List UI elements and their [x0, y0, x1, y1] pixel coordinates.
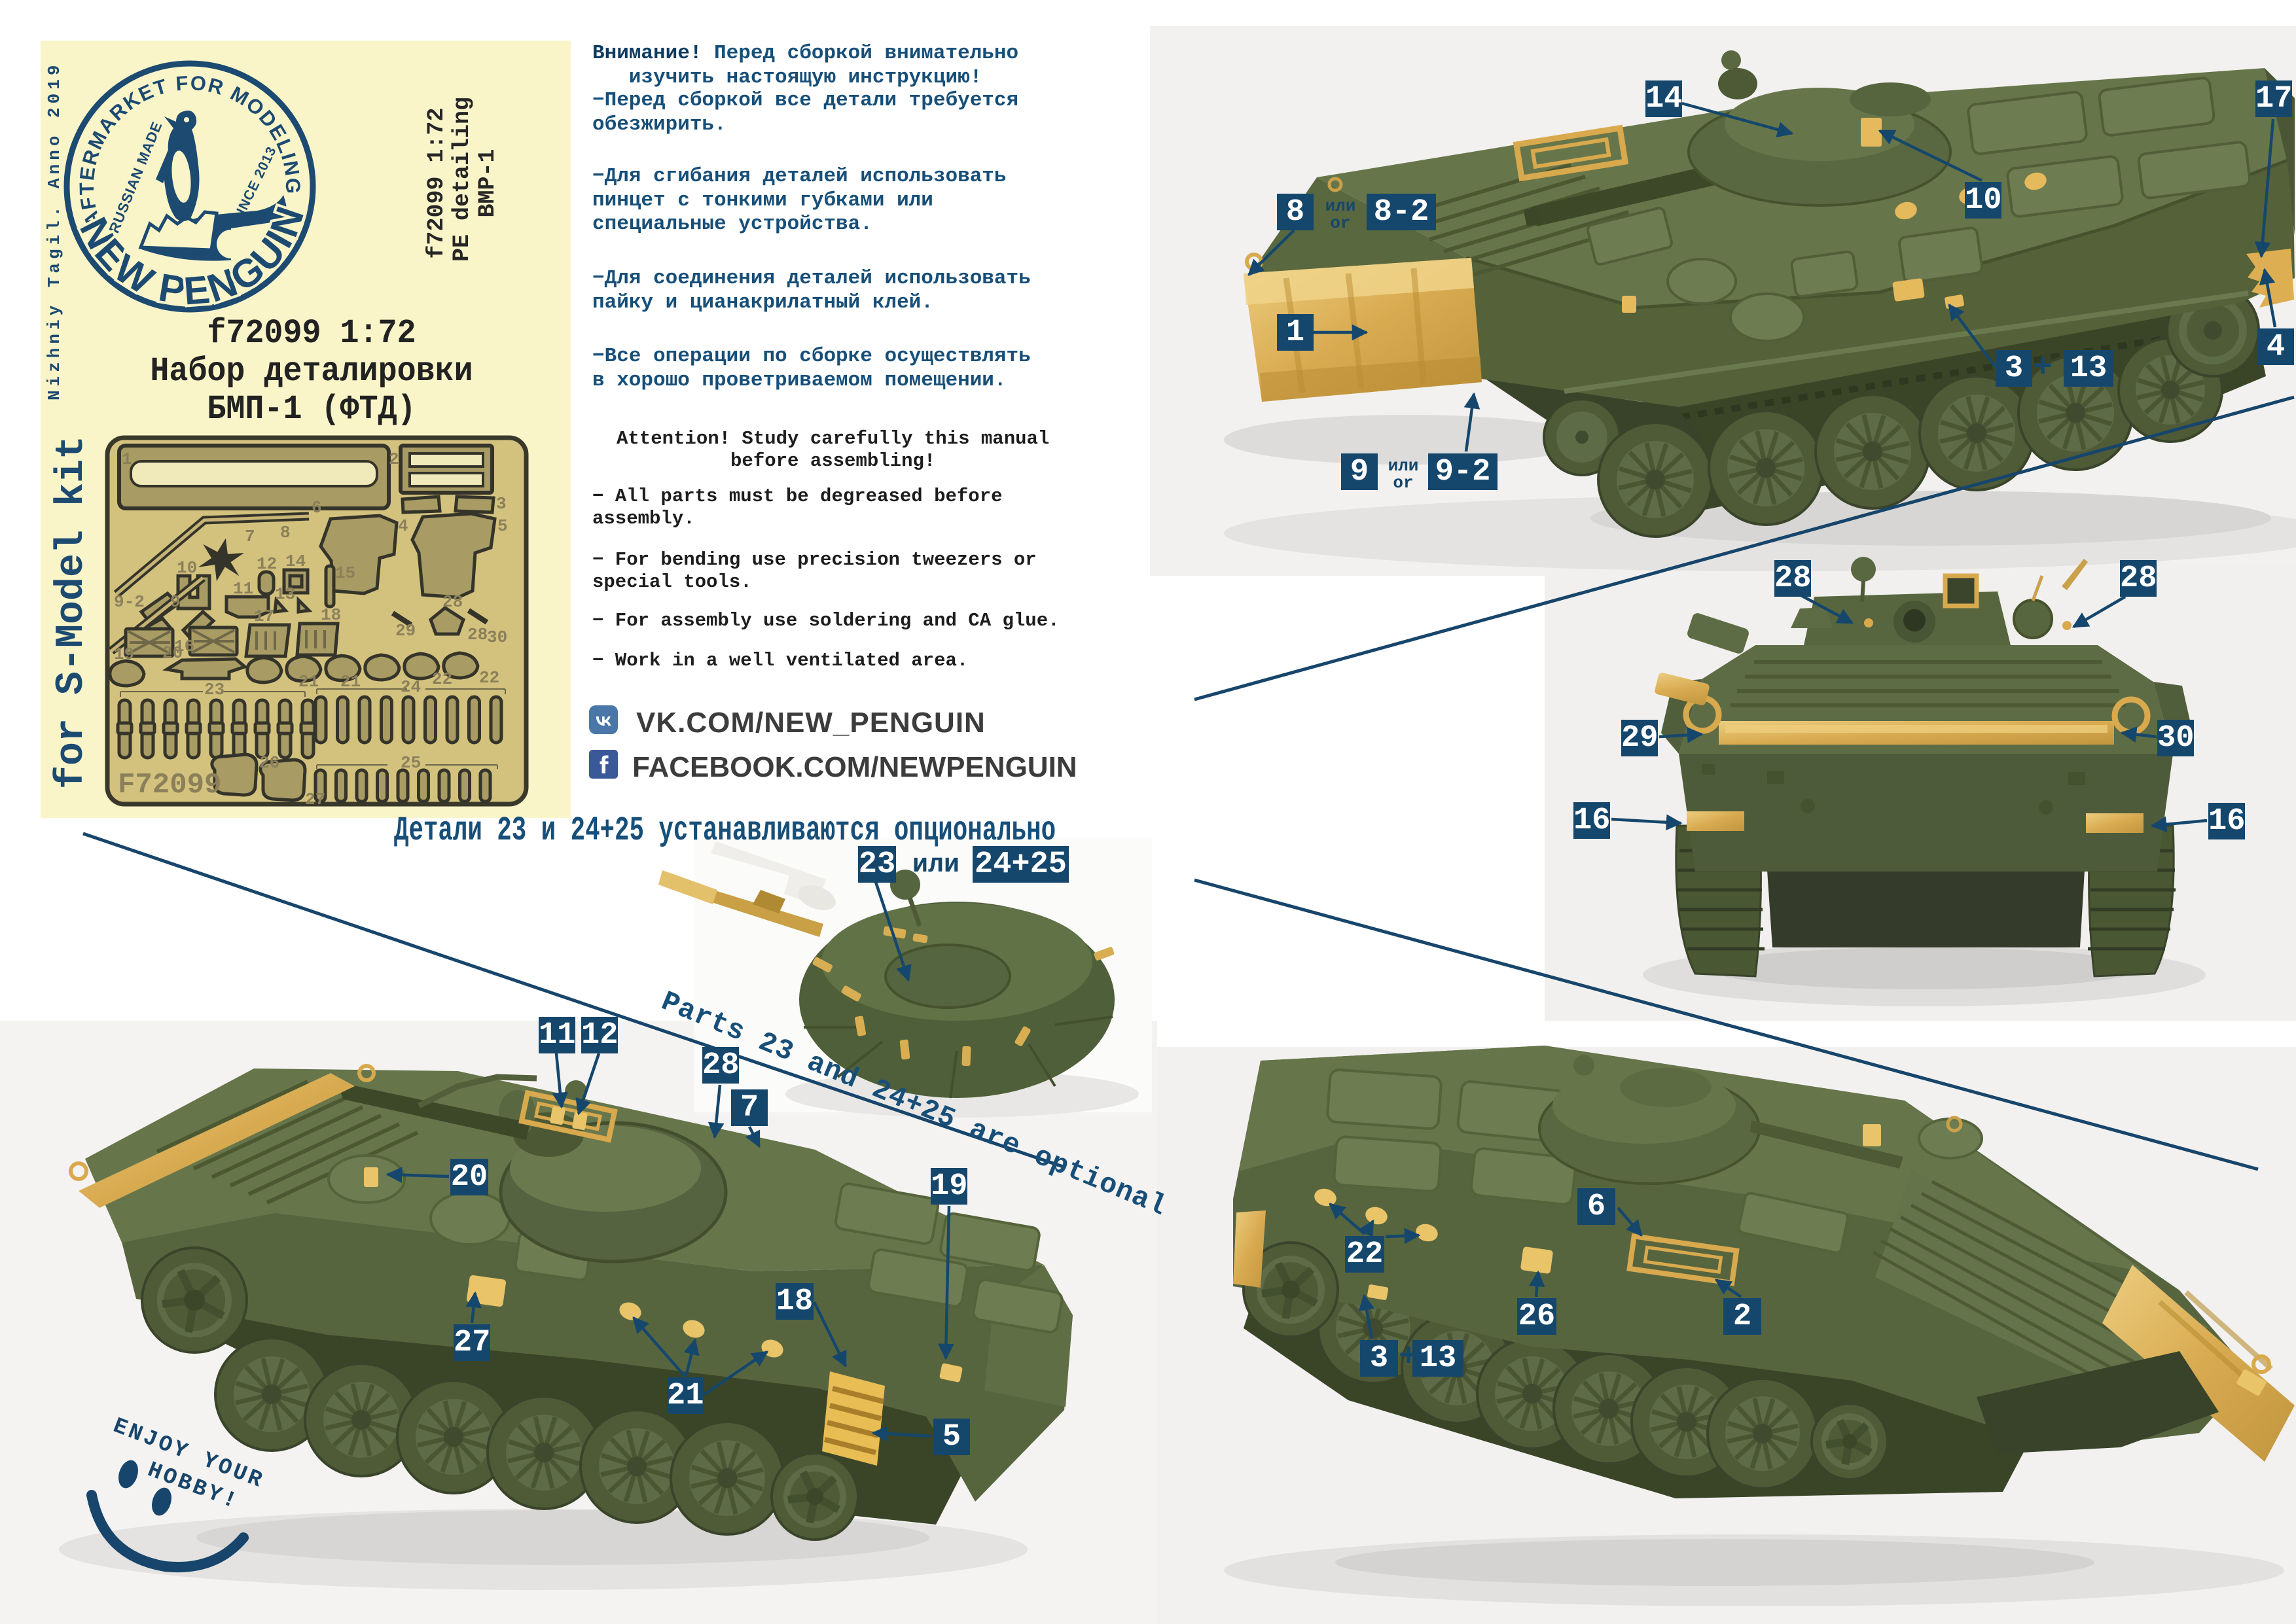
svg-text:14: 14	[285, 552, 306, 571]
svg-text:7: 7	[245, 527, 255, 546]
svg-text:12: 12	[257, 554, 277, 574]
svg-text:2: 2	[389, 450, 399, 469]
svg-text:23: 23	[204, 680, 224, 699]
svg-text:19: 19	[114, 644, 134, 664]
svg-text:24: 24	[401, 677, 421, 697]
svg-text:29: 29	[395, 621, 416, 641]
svg-text:4: 4	[398, 516, 408, 536]
svg-text:11: 11	[233, 579, 253, 599]
svg-text:RUSSIAN MADE: RUSSIAN MADE	[105, 119, 165, 236]
svg-text:20: 20	[162, 643, 183, 663]
svg-text:21: 21	[298, 672, 319, 692]
svg-text:17: 17	[254, 607, 274, 626]
svg-text:26: 26	[259, 753, 279, 773]
svg-text:27: 27	[305, 790, 325, 807]
svg-text:1: 1	[122, 450, 132, 469]
svg-text:28: 28	[467, 625, 488, 644]
svg-text:3: 3	[496, 494, 507, 514]
svg-text:9: 9	[170, 592, 181, 612]
svg-text:21: 21	[340, 672, 361, 692]
svg-text:9-2: 9-2	[114, 592, 145, 612]
svg-text:28: 28	[442, 592, 463, 612]
svg-text:15: 15	[335, 563, 355, 583]
svg-text:30: 30	[487, 627, 507, 647]
svg-text:8: 8	[280, 523, 291, 542]
svg-text:10: 10	[177, 558, 197, 578]
svg-text:6: 6	[312, 498, 322, 518]
svg-text:13: 13	[275, 584, 295, 604]
svg-text:5: 5	[497, 516, 508, 536]
svg-text:18: 18	[321, 605, 341, 625]
svg-text:22: 22	[479, 668, 499, 688]
svg-text:25: 25	[401, 753, 421, 773]
svg-text:22: 22	[432, 669, 452, 689]
svg-text:F72099: F72099	[118, 769, 221, 802]
svg-text:16: 16	[174, 637, 194, 656]
